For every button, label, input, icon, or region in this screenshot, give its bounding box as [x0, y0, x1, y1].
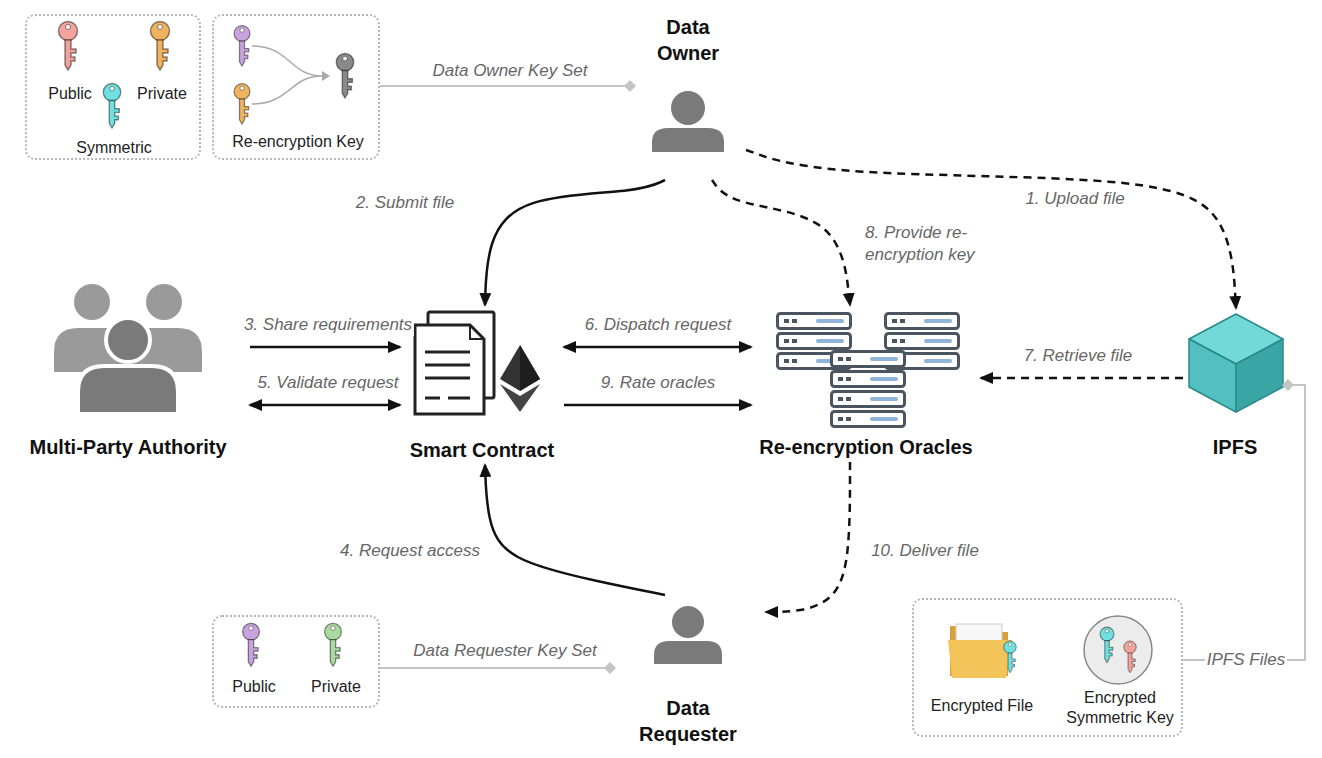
files-box: Encrypted File Encrypted Symmetric Key [912, 598, 1183, 737]
private-key-icon [234, 84, 250, 124]
symmetric-key-icon [1004, 641, 1016, 673]
merge-arrow [252, 46, 322, 104]
key-label: Encrypted File [920, 696, 1044, 716]
storage-node: IPFS [1183, 308, 1288, 462]
symmetric-key-icon [103, 84, 120, 128]
re-encryption-key-icon [336, 54, 353, 98]
key-set-line [1183, 385, 1305, 660]
key-label: Symmetric [59, 138, 169, 158]
edge-label: 7. Retrieve file [1022, 345, 1135, 367]
public-key-icon [59, 22, 78, 71]
key-label: Private [125, 84, 199, 104]
actor-node: Multi-Party Authority [6, 280, 250, 462]
actor-node: Data Owner [630, 8, 746, 180]
flow-arrow [564, 346, 751, 349]
flow-arrow [250, 404, 400, 407]
public-key-icon [243, 623, 260, 666]
symmetric-key-icon [1100, 627, 1114, 662]
edge-label: 8. Provide re-encryption key [863, 222, 1007, 266]
private-key-icon [325, 623, 342, 666]
key-label: Private [299, 677, 373, 697]
edge-label: 2. Submit file [354, 192, 456, 214]
folder-icon [948, 624, 1012, 678]
public-key-icon [234, 26, 250, 66]
node-title: IPFS [1185, 434, 1285, 460]
edge-label: 9. Rate oracles [599, 372, 717, 394]
arrow-head [322, 71, 330, 81]
key-set-line [380, 85, 630, 87]
key-label: Re-encryption Key [218, 132, 378, 152]
edge-label: 4. Request access [338, 540, 482, 562]
node-title: Smart Contract [402, 437, 562, 463]
edge-label: 6. Dispatch request [583, 314, 733, 336]
server-icon [778, 314, 959, 427]
flow-arrow [766, 462, 850, 612]
key-set-line [380, 667, 610, 669]
oracle-node: Re-encryption Oracles [751, 305, 981, 462]
edge-label: 10. Deliver file [869, 540, 981, 562]
flow-arrow [485, 465, 665, 595]
key-label: Encrypted Symmetric Key [1059, 688, 1181, 728]
flow-arrow [250, 346, 400, 349]
flow-arrow [712, 180, 850, 305]
key-label: Public [33, 84, 107, 104]
cube-icon [1189, 314, 1283, 412]
person-icon [652, 91, 724, 152]
node-title: Data Requester [632, 695, 744, 747]
group-icon [54, 284, 202, 414]
flow-arrow [564, 404, 751, 407]
flow-arrow [485, 180, 665, 305]
node-title: Re-encryption Oracles [753, 434, 979, 460]
key-set-box: Re-encryption Key [212, 14, 380, 160]
flow-arrow [981, 377, 1183, 380]
edge-label: Data Requester Key Set [411, 640, 598, 662]
key-set-box: Public Private [212, 615, 380, 708]
edge-label: Data Owner Key Set [431, 60, 590, 82]
key-label: Public [217, 677, 291, 697]
public-key-icon [1124, 641, 1136, 673]
edge-label: 5. Validate request [255, 372, 400, 394]
person-icon [654, 606, 722, 664]
edge-label: 3. Share requirements [242, 314, 414, 336]
node-title: Multi-Party Authority [8, 434, 248, 460]
contract-icon [415, 312, 540, 414]
actor-node: Data Requester [610, 595, 766, 752]
contract-node: Smart Contract [400, 305, 564, 465]
private-key-icon [151, 22, 170, 71]
edge-label: 1. Upload file [1023, 188, 1126, 210]
node-title: Data Owner [650, 14, 726, 66]
edge-label: IPFS Files [1205, 649, 1287, 671]
flow-arrow [746, 150, 1236, 308]
key-envelope [1084, 616, 1152, 684]
key-set-box: Public PrivateSymmetric [25, 14, 201, 160]
